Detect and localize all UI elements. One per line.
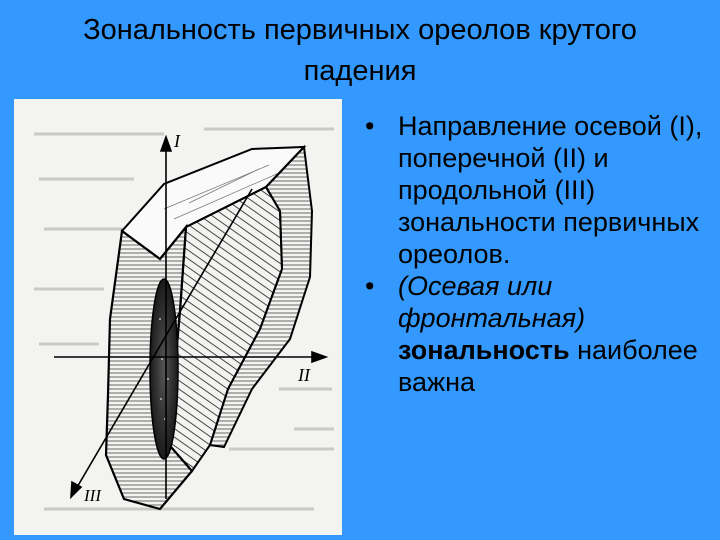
axis-label-axial: I [173,131,181,151]
slide-title-line-2: падения [303,55,417,87]
bullet-text-plain: наиболее важна [398,335,698,397]
ore-core [149,278,179,460]
bullet-dot-icon: • [365,271,375,301]
bullet-text-bold: зональность [398,335,570,365]
zonality-diagram-svg: I II III [34,127,334,511]
bullet-text-italic: (Осевая или фронтальная) [398,271,586,333]
axis-longitudinal [70,188,253,500]
bullet-item-importance: • (Осевая или фронтальная) зональность н… [362,270,712,398]
bullet-dot-icon: • [365,111,375,141]
top-face-hatching [163,164,280,220]
bullet-text-directions: Направление осевой (I), поперечной (II) … [398,111,703,269]
axis-transverse [54,350,329,364]
axis-label-longitudinal: III [83,486,102,505]
slide-title: Зональность первичных ореолов крутого па… [0,10,720,92]
axis-axial [159,134,173,499]
background-text-lines [34,127,334,511]
bullet-item-directions: • Направление осевой (I), поперечной (II… [362,110,712,270]
axis-label-transverse: II [297,365,311,385]
slide-title-line-1: Зональность первичных ореолов крутого [83,14,637,46]
bullet-list: • Направление осевой (I), поперечной (II… [362,110,712,398]
zonality-diagram: I II III [14,99,342,535]
